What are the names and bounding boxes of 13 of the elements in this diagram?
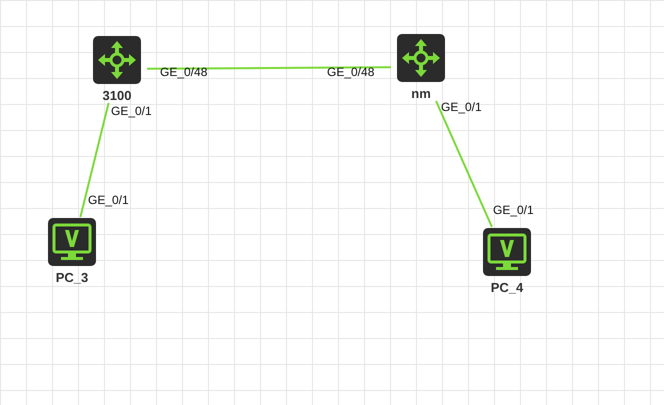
device-name: nm — [411, 87, 431, 101]
link-line — [435, 100, 493, 228]
device-name: 3100 — [102, 89, 132, 103]
link-line — [147, 66, 391, 70]
port-label: GE_0/1 — [441, 101, 482, 114]
port-label: GE_0/1 — [493, 204, 534, 217]
port-label: GE_0/1 — [111, 105, 152, 118]
link-line — [79, 102, 110, 218]
port-label: GE_0/48 — [327, 66, 374, 79]
device-name: PC_3 — [56, 271, 88, 285]
device-name: PC_4 — [490, 281, 524, 295]
port-label: GE_0/48 — [160, 66, 208, 79]
port-label: GE_0/1 — [88, 194, 129, 207]
